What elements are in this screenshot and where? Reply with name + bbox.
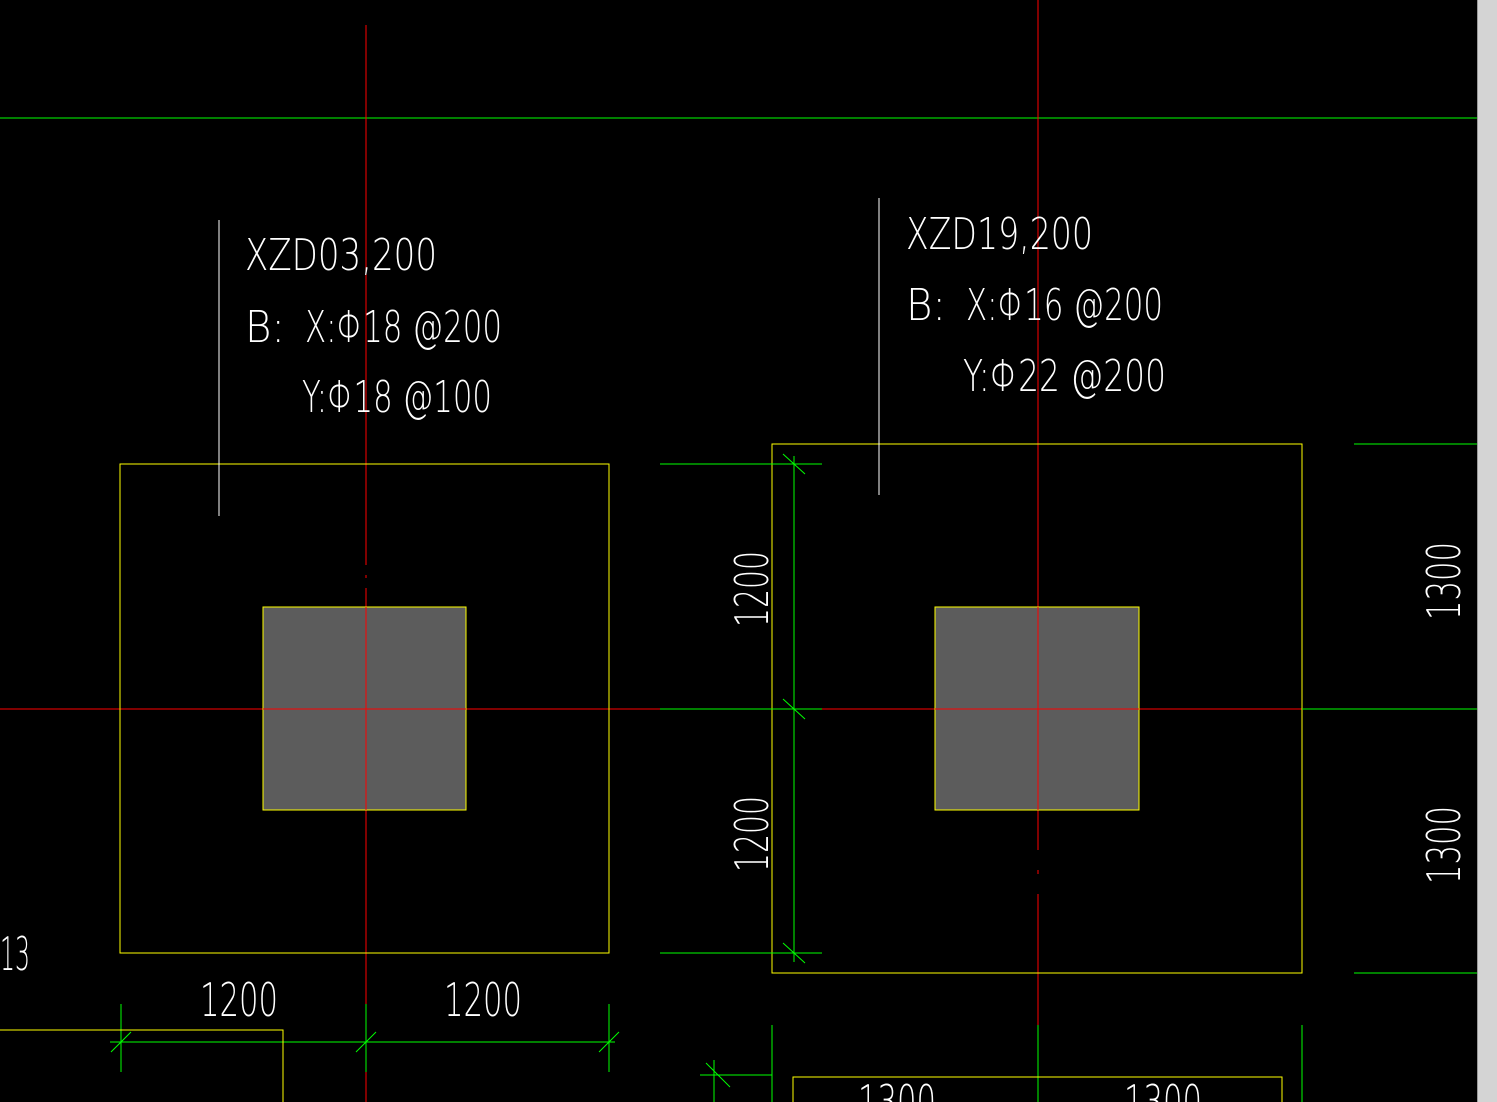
footing-left-rebar-y: Y:Φ18 @100: [302, 372, 492, 423]
dim-bottom-1300-a: 1300: [858, 1075, 936, 1102]
footing-left-bottom-prefix: B:: [245, 302, 285, 353]
dim-far-1300-bottom: 1300: [1417, 806, 1471, 884]
footing-right-rebar-x: X:Φ16 @200: [966, 280, 1163, 331]
footing-left[interactable]: [119, 220, 610, 954]
dim-left-1200-b: 1200: [444, 973, 522, 1027]
dim-bottom-1300-b: 1300: [1124, 1075, 1202, 1102]
footing-left-dimension: [110, 1004, 620, 1072]
footing-right-dimension-left: [660, 453, 822, 964]
dim-right-1200-bottom: 1200: [725, 796, 779, 872]
edge-label-partial: 13: [0, 927, 30, 981]
footing-right-label: XZD19,200: [906, 209, 1093, 260]
footing-left-label: XZD03,200: [245, 230, 437, 281]
vertical-scrollbar[interactable]: [1477, 0, 1497, 1102]
footing-partial-bottom-right: [700, 1025, 1303, 1102]
dim-right-1200-top: 1200: [725, 551, 779, 627]
dim-left-1200-a: 1200: [200, 973, 278, 1027]
footing-right-dimension-far: [1302, 443, 1477, 974]
footing-right-bottom-prefix: B:: [906, 280, 946, 331]
footing-right[interactable]: [771, 198, 1303, 974]
footing-partial-bottom-left: [0, 1029, 284, 1102]
dim-far-1300-top: 1300: [1417, 542, 1471, 620]
footing-left-rebar-x: X:Φ18 @200: [305, 302, 502, 353]
footing-left-outline[interactable]: [119, 463, 610, 954]
footing-right-rebar-y: Y:Φ22 @200: [963, 351, 1166, 402]
